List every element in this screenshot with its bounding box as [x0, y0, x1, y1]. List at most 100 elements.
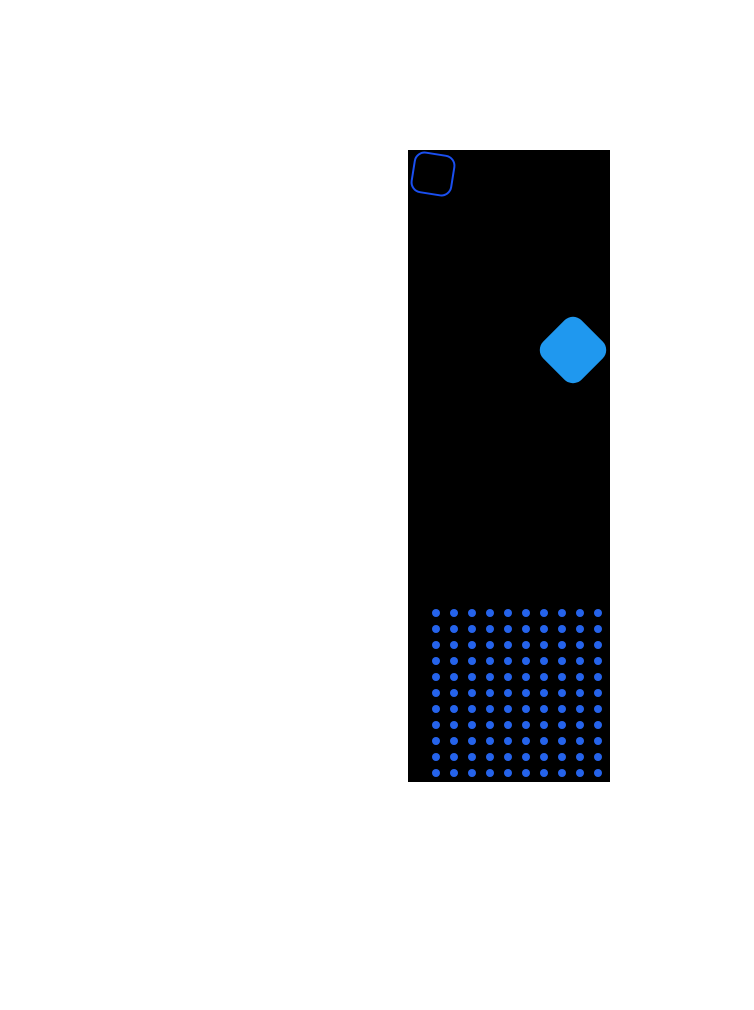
dot — [468, 673, 476, 681]
dot — [504, 657, 512, 665]
dot — [504, 625, 512, 633]
dot — [450, 737, 458, 745]
dot — [576, 625, 584, 633]
dot — [504, 641, 512, 649]
dot — [486, 625, 494, 633]
dot — [504, 769, 512, 777]
dot — [558, 769, 566, 777]
dot — [558, 705, 566, 713]
dot — [540, 753, 548, 761]
dot — [468, 721, 476, 729]
dot — [576, 657, 584, 665]
dot — [594, 657, 602, 665]
dot — [576, 673, 584, 681]
dot — [522, 705, 530, 713]
dot — [558, 721, 566, 729]
dot — [468, 609, 476, 617]
dot — [576, 705, 584, 713]
dot — [522, 657, 530, 665]
dot — [468, 641, 476, 649]
dot — [504, 673, 512, 681]
dot — [504, 721, 512, 729]
dot-grid-decoration — [432, 609, 602, 777]
dot — [504, 689, 512, 697]
dot — [450, 753, 458, 761]
dot — [594, 641, 602, 649]
dot — [486, 737, 494, 745]
dot — [540, 609, 548, 617]
dot — [594, 625, 602, 633]
dot — [522, 721, 530, 729]
dot — [558, 737, 566, 745]
dot — [486, 705, 494, 713]
dot — [504, 705, 512, 713]
dot — [468, 625, 476, 633]
dot — [432, 625, 440, 633]
dot — [432, 641, 440, 649]
dot — [576, 753, 584, 761]
dot — [468, 753, 476, 761]
dot — [450, 769, 458, 777]
dot — [576, 769, 584, 777]
dot — [450, 625, 458, 633]
dot — [594, 689, 602, 697]
dot — [432, 657, 440, 665]
dot — [522, 753, 530, 761]
dot — [504, 737, 512, 745]
dot — [486, 641, 494, 649]
dot — [558, 753, 566, 761]
dot — [522, 689, 530, 697]
dot — [486, 769, 494, 777]
dot — [540, 625, 548, 633]
dot — [558, 689, 566, 697]
dot — [558, 673, 566, 681]
dot — [594, 769, 602, 777]
dot — [522, 641, 530, 649]
dot — [468, 769, 476, 777]
dot — [432, 673, 440, 681]
dot — [450, 689, 458, 697]
dot — [450, 609, 458, 617]
dot — [576, 737, 584, 745]
dot — [450, 641, 458, 649]
dot — [540, 657, 548, 665]
dot — [594, 753, 602, 761]
dot — [576, 689, 584, 697]
dot — [486, 753, 494, 761]
dot — [558, 625, 566, 633]
outlined-square-decoration — [408, 149, 458, 199]
dot — [522, 625, 530, 633]
dot — [522, 609, 530, 617]
dot — [594, 721, 602, 729]
dot — [540, 721, 548, 729]
dot — [432, 609, 440, 617]
dot — [540, 673, 548, 681]
dot — [594, 705, 602, 713]
dot — [540, 705, 548, 713]
dot — [540, 689, 548, 697]
dot — [558, 609, 566, 617]
dot — [450, 673, 458, 681]
dot — [432, 753, 440, 761]
dot — [486, 657, 494, 665]
dot — [486, 673, 494, 681]
dot — [432, 769, 440, 777]
dot — [504, 609, 512, 617]
dot — [594, 609, 602, 617]
dot — [468, 737, 476, 745]
dot — [576, 609, 584, 617]
dot — [486, 609, 494, 617]
dot — [594, 673, 602, 681]
dot — [450, 721, 458, 729]
dot — [558, 641, 566, 649]
dot — [486, 721, 494, 729]
dot — [504, 753, 512, 761]
dot — [432, 705, 440, 713]
dot — [432, 689, 440, 697]
dot — [522, 769, 530, 777]
dot — [540, 737, 548, 745]
dot — [522, 737, 530, 745]
dot — [432, 721, 440, 729]
dot — [540, 641, 548, 649]
dot — [558, 657, 566, 665]
